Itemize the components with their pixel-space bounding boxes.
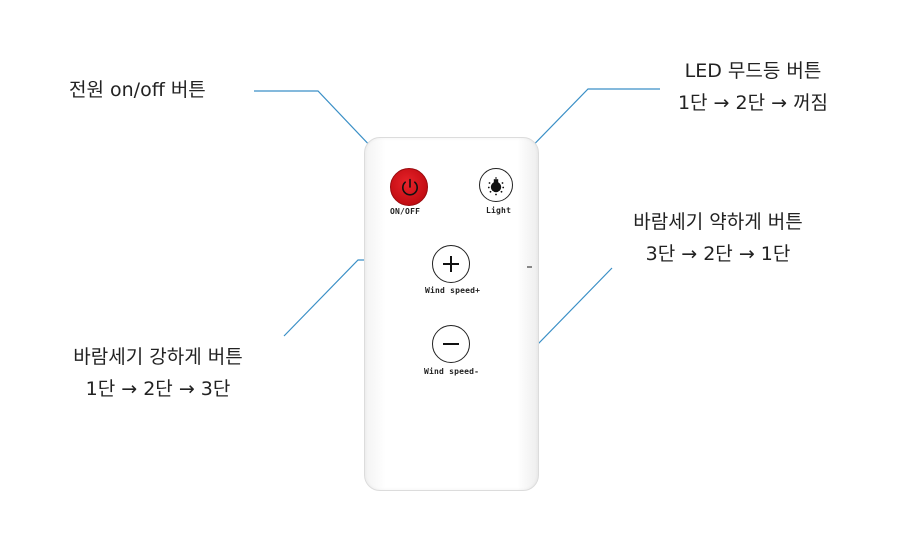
callout-led-sequence: 1단 → 2단 → 꺼짐: [677, 92, 829, 114]
callout-power-title: 전원 on/off 버튼: [69, 79, 206, 101]
leader-line-led: [512, 88, 660, 167]
wind-speed-down-button[interactable]: [432, 325, 470, 363]
light-button-label: Light: [486, 206, 512, 215]
callout-wind-down-sequence: 3단 → 2단 → 1단: [645, 243, 791, 265]
minus-icon: [443, 343, 459, 345]
wind-speed-up-button[interactable]: [432, 245, 470, 283]
light-button[interactable]: [479, 168, 513, 202]
plus-icon: [443, 256, 459, 272]
callout-led: LED 무드등 버튼 1단 → 2단 → 꺼짐: [664, 55, 842, 119]
wind-speed-down-label: Wind speed-: [424, 367, 480, 376]
light-bulb-icon: [487, 177, 505, 196]
power-button-label: ON/OFF: [390, 207, 421, 216]
remote-side-mark: [527, 266, 532, 268]
callout-power: 전원 on/off 버튼: [69, 74, 206, 106]
callout-wind-up: 바람세기 강하게 버튼 1단 → 2단 → 3단: [48, 341, 268, 405]
callout-wind-down-title: 바람세기 약하게 버튼: [633, 211, 803, 233]
wind-speed-up-label: Wind speed+: [425, 286, 481, 295]
power-button[interactable]: [390, 168, 428, 206]
callout-wind-up-title: 바람세기 강하게 버튼: [73, 346, 243, 368]
callout-wind-down: 바람세기 약하게 버튼 3단 → 2단 → 1단: [608, 206, 828, 270]
callout-led-title: LED 무드등 버튼: [684, 60, 822, 82]
callout-wind-up-sequence: 1단 → 2단 → 3단: [85, 378, 231, 400]
power-icon: [402, 178, 418, 196]
